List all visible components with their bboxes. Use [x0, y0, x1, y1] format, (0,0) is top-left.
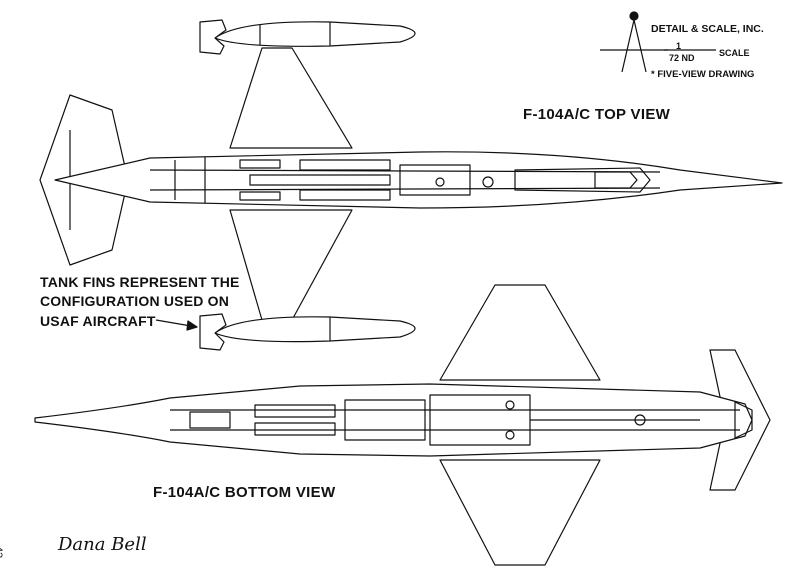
bottom-view-upper-wing	[439, 284, 601, 381]
tank-note-line-1: TANK FINS REPRESENT THE	[40, 274, 240, 290]
bottom-view-aircraft	[34, 284, 771, 566]
bottom-view-fuselage	[34, 383, 753, 457]
tank-note-line-2: CONFIGURATION USED ON	[40, 293, 230, 309]
page-number: 43	[0, 546, 4, 559]
drawing-note: * FIVE-VIEW DRAWING	[651, 69, 755, 80]
bottom-view-title: F-104A/C BOTTOM VIEW	[153, 484, 336, 501]
tank-note-arrow	[155, 319, 198, 331]
scale-label: SCALE	[719, 48, 750, 58]
scale-numerator: 1	[676, 41, 682, 51]
top-view-upper-wing	[229, 47, 353, 149]
bottom-view-lower-wing	[439, 459, 601, 566]
top-view-title: F-104A/C TOP VIEW	[523, 106, 671, 123]
top-view-fuselage	[54, 151, 783, 209]
tank-note-line-3: USAF AIRCRAFT	[40, 313, 156, 329]
scale-denominator: 72 ND	[669, 53, 695, 63]
top-view-upper-tank	[199, 19, 416, 55]
artist-signature: Dana Bell	[58, 534, 147, 555]
top-view-aircraft	[39, 19, 783, 351]
publisher-name: DETAIL & SCALE, INC.	[651, 23, 764, 35]
top-view-lower-tank	[199, 313, 416, 351]
compass-logo-icon	[600, 11, 716, 73]
top-view-lower-wing	[229, 209, 353, 321]
